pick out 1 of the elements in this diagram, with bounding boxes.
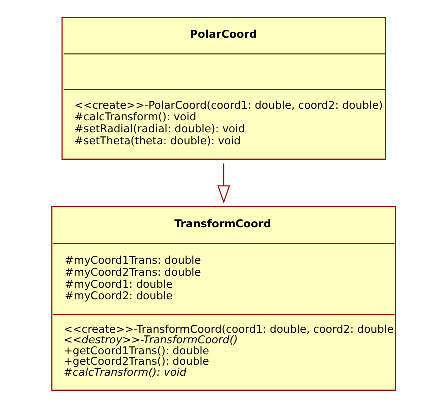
arrow <box>217 163 230 204</box>
